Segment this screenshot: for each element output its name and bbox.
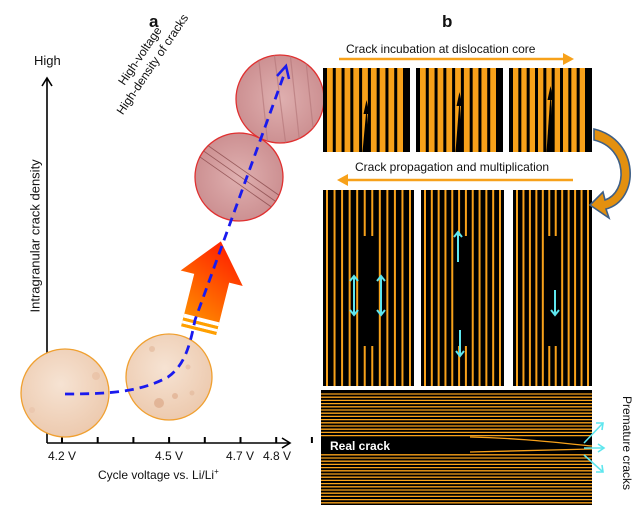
trend-line	[64, 71, 287, 396]
lattice-stripe	[463, 68, 470, 152]
panel-a-label: a	[149, 12, 159, 31]
real-crack-panel	[321, 390, 593, 505]
lattice-stripe	[472, 68, 479, 152]
incubation-panels	[323, 68, 592, 152]
lattice-stripe	[490, 68, 496, 152]
panel-b-label: b	[442, 12, 453, 31]
propagation-panel	[421, 190, 504, 386]
crack-wedge	[546, 94, 555, 152]
crack-edge-upper	[469, 436, 593, 447]
lattice-stripe	[420, 68, 426, 152]
lattice-stripe	[335, 68, 342, 152]
lattice-stripe	[563, 68, 569, 152]
trend-arrowhead-icon	[276, 63, 291, 80]
lattice-stripe	[521, 68, 527, 152]
lattice-stripe	[579, 68, 585, 152]
propagation-panels	[323, 190, 592, 386]
premature-cracks-label: Premature cracks	[620, 395, 634, 491]
x-tick-label-4.8V: 4.8 V	[263, 449, 292, 463]
crack-gap	[363, 236, 374, 346]
x-axis-ticks	[61, 437, 313, 443]
propagation-panel	[513, 190, 592, 386]
lattice-stripe	[554, 68, 560, 152]
crack-wedge	[362, 108, 371, 152]
crack-tip	[456, 92, 463, 106]
panel-background	[321, 390, 592, 505]
cyan-arrow-icon	[550, 290, 560, 317]
lattice-stripe	[344, 68, 351, 152]
cyan-arrow-icon	[453, 230, 463, 262]
incubation-arrow-icon	[339, 53, 574, 65]
lattice-stripe	[513, 68, 519, 152]
lattice-stripe	[327, 68, 333, 152]
lattice-stripe	[428, 68, 435, 152]
crack-wedge	[455, 100, 464, 152]
lattice-stripe	[546, 68, 552, 152]
lattice-stripe	[388, 68, 395, 152]
row2-caption: Crack propagation and multiplication	[355, 160, 550, 174]
crack-gap	[457, 236, 468, 346]
crack-tip	[547, 86, 554, 100]
lattice-stripe	[571, 68, 577, 152]
lattice-stripe	[437, 68, 444, 152]
lattice-stripe	[529, 68, 535, 152]
x-tick-label-4.2V: 4.2 V	[48, 449, 77, 463]
real-crack-label: Real crack	[330, 439, 391, 453]
incubation-panel	[416, 68, 503, 152]
cyan-arrow-icon	[455, 330, 465, 358]
propagation-direction-arrows	[349, 230, 560, 358]
lattice-stripe	[370, 68, 377, 152]
lattice-stripe	[397, 68, 403, 152]
x-axis-title: Cycle voltage vs. Li/Li+	[98, 467, 219, 482]
big-arrow-icon	[180, 241, 243, 335]
lattice-stripe	[379, 68, 386, 152]
curved-arrow-icon	[588, 127, 631, 221]
premature-crack-arrows	[583, 422, 606, 473]
propagation-arrow-icon	[337, 174, 573, 186]
lattice-stripe	[455, 68, 461, 152]
incubation-panel	[509, 68, 592, 152]
incubation-panel	[323, 68, 410, 152]
x-tick-label-4.7V: 4.7 V	[226, 449, 255, 463]
cyan-arrow-icon	[349, 274, 359, 317]
propagation-panel	[323, 190, 414, 386]
crack-gap	[547, 236, 558, 346]
row1-caption: Crack incubation at dislocation core	[346, 42, 536, 56]
lattice-stripe	[481, 68, 488, 152]
crack-edge-lower	[469, 448, 593, 453]
cyan-arrow-icon	[376, 274, 386, 317]
y-axis-top-label: High	[34, 53, 61, 68]
lattice-stripe	[446, 68, 453, 152]
crack-tip	[363, 100, 370, 114]
lattice-stripe	[353, 68, 360, 152]
x-tick-label-4.5V: 4.5 V	[155, 449, 184, 463]
lattice-stripe	[538, 68, 544, 152]
